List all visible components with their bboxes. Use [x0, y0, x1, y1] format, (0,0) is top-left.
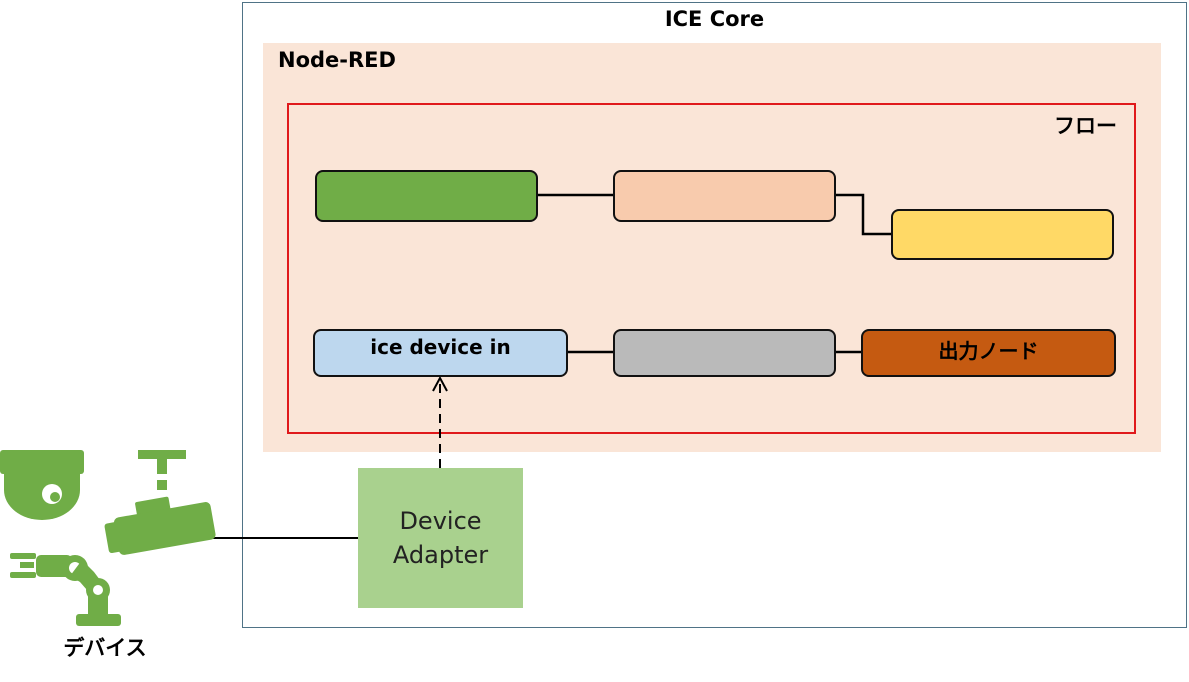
output-node[interactable]: 出力ノード — [861, 329, 1116, 377]
security-camera-icon — [104, 450, 216, 555]
device-adapter-box[interactable]: Device Adapter — [358, 468, 523, 608]
flow-node-3[interactable] — [891, 209, 1114, 260]
output-node-label: 出力ノード — [938, 339, 1039, 363]
robot-arm-icon — [10, 553, 121, 626]
arrowhead-icon — [432, 375, 448, 392]
flow-node-2[interactable] — [613, 170, 836, 222]
connector-node2-node3 — [835, 193, 892, 236]
ice-core-title: ICE Core — [664, 7, 765, 31]
ice-device-in-label: ice device in — [370, 335, 511, 359]
devices-label: デバイス — [63, 636, 147, 660]
ice-device-in-node[interactable]: ice device in — [313, 329, 568, 377]
flow-title: フロー — [1054, 114, 1117, 138]
flow-node-5[interactable] — [613, 329, 836, 377]
flow-container — [287, 103, 1136, 434]
node-red-title: Node-RED — [278, 48, 396, 72]
dome-camera-icon — [0, 450, 84, 520]
device-adapter-label-line1: Device — [399, 507, 482, 535]
device-adapter-label-line2: Adapter — [392, 541, 489, 569]
flow-node-1[interactable] — [315, 170, 538, 222]
